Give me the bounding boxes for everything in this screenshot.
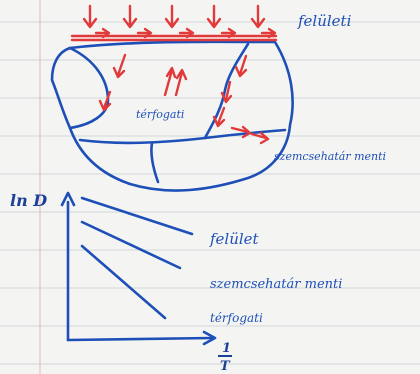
label-grain-boundary: szemcsehatár menti — [274, 150, 386, 163]
label-line-szemcsehatar: szemcsehatár menti — [210, 277, 342, 292]
x-axis-label-denominator: T — [220, 359, 231, 374]
x-axis-label: 1 T — [218, 341, 232, 374]
label-surface: felületi — [297, 12, 352, 30]
volume-arrows — [100, 55, 231, 110]
x-axis — [68, 338, 212, 340]
y-axis-label: ln D — [10, 191, 47, 210]
plot — [62, 193, 215, 344]
grain-boundary-4 — [151, 143, 158, 182]
label-volume: térfogati — [136, 108, 184, 121]
line-szemcsehatar — [82, 222, 180, 268]
label-line-felulet: felület — [209, 230, 260, 248]
grain-boundary-2 — [205, 44, 248, 138]
line-terfogati — [82, 246, 165, 318]
surface-down-arrows — [84, 6, 264, 27]
label-line-terfogati: térfogati — [210, 311, 263, 325]
x-axis-label-numerator: 1 — [222, 341, 231, 356]
